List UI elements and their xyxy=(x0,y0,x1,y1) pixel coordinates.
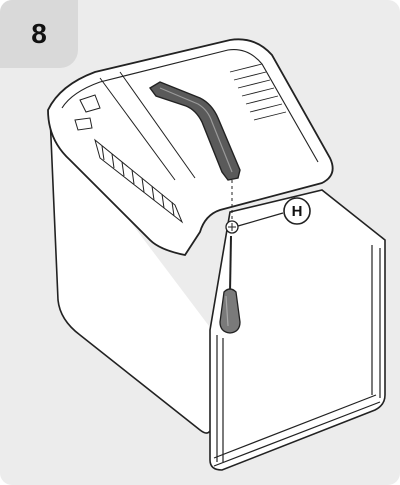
step-number: 8 xyxy=(31,18,47,49)
lid-inner-edge xyxy=(61,49,319,163)
callout-leader-line xyxy=(237,212,284,227)
lid-ridge xyxy=(99,71,196,181)
screwdriver-icon xyxy=(219,235,241,334)
carry-handle xyxy=(148,81,241,181)
screw-icon xyxy=(225,220,239,234)
callout-label: H xyxy=(292,203,303,220)
front-frame-bar-bottom-2 xyxy=(213,401,381,467)
box-front-frame xyxy=(209,189,386,471)
front-frame-bar-left xyxy=(216,335,224,462)
lid-clip xyxy=(79,94,101,113)
side-grill xyxy=(94,138,184,224)
callout-h: H xyxy=(283,197,311,225)
front-frame-bar-bottom xyxy=(213,394,377,459)
carry-handle-highlight xyxy=(159,87,233,173)
step-number-badge: 8 xyxy=(0,0,78,68)
lid-vents xyxy=(229,63,287,121)
front-frame-bar-right xyxy=(371,245,381,398)
lid-latch xyxy=(74,117,93,131)
box-lid xyxy=(47,38,334,257)
